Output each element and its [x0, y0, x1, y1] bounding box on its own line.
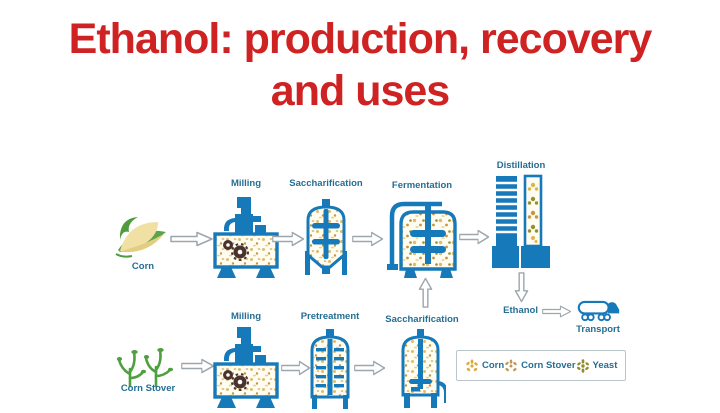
- corn-stover-icon: [116, 344, 180, 393]
- distillation-column-icon: [492, 174, 550, 275]
- legend-item-corn: Corn: [465, 359, 504, 373]
- legend-item-corn-stover: Corn Stover: [504, 359, 576, 373]
- legend-label: Corn: [482, 360, 505, 371]
- legend: Corn Corn Stover: [456, 350, 626, 381]
- feedstock-label-corn-stover: Corn Stover: [120, 383, 176, 394]
- step-label-saccharification-top: Saccharification: [289, 178, 363, 189]
- corn-icon: [112, 210, 174, 271]
- flow-arrow-up: [418, 277, 433, 313]
- yeast-icon: [576, 358, 589, 373]
- tanker-truck-icon: [577, 299, 620, 329]
- flow-arrow: [459, 229, 490, 250]
- corn-stover-particle-icon: [505, 359, 517, 371]
- flow-arrow: [181, 358, 215, 379]
- pretreatment-tank-icon: [308, 329, 352, 413]
- step-label-pretreatment: Pretreatment: [300, 311, 360, 322]
- step-label-distillation: Distillation: [496, 160, 546, 171]
- milling-machine-icon: [213, 197, 279, 284]
- legend-label: Corn Stover: [521, 360, 576, 371]
- flow-arrow: [170, 231, 214, 252]
- transport-label: Transport: [576, 324, 620, 335]
- step-label-milling-bottom: Milling: [230, 311, 262, 322]
- corn-kernel-icon: [466, 359, 478, 371]
- saccharification-tank-icon: [303, 199, 349, 282]
- slide-title: Ethanol: production, recovery and uses: [68, 15, 653, 115]
- flow-arrow: [352, 231, 384, 252]
- process-flow-diagram: Corn Milling: [0, 150, 720, 413]
- step-label-milling-top: Milling: [230, 178, 262, 189]
- flow-arrow: [542, 305, 572, 323]
- feedstock-label-corn: Corn: [131, 261, 155, 272]
- milling-machine-icon: [213, 327, 279, 413]
- step-label-saccharification-bottom: Saccharification: [385, 314, 459, 325]
- legend-item-yeast: Yeast: [576, 358, 618, 373]
- flow-arrow-down: [514, 272, 529, 308]
- legend-label: Yeast: [592, 360, 618, 371]
- fermentation-tank-icon: [386, 196, 458, 283]
- flow-arrow: [354, 360, 386, 381]
- flow-arrow: [281, 360, 311, 381]
- saccharification-tank-icon: [398, 329, 448, 413]
- step-label-fermentation: Fermentation: [391, 180, 453, 191]
- flow-arrow: [272, 231, 305, 252]
- product-label-ethanol: Ethanol: [503, 305, 538, 316]
